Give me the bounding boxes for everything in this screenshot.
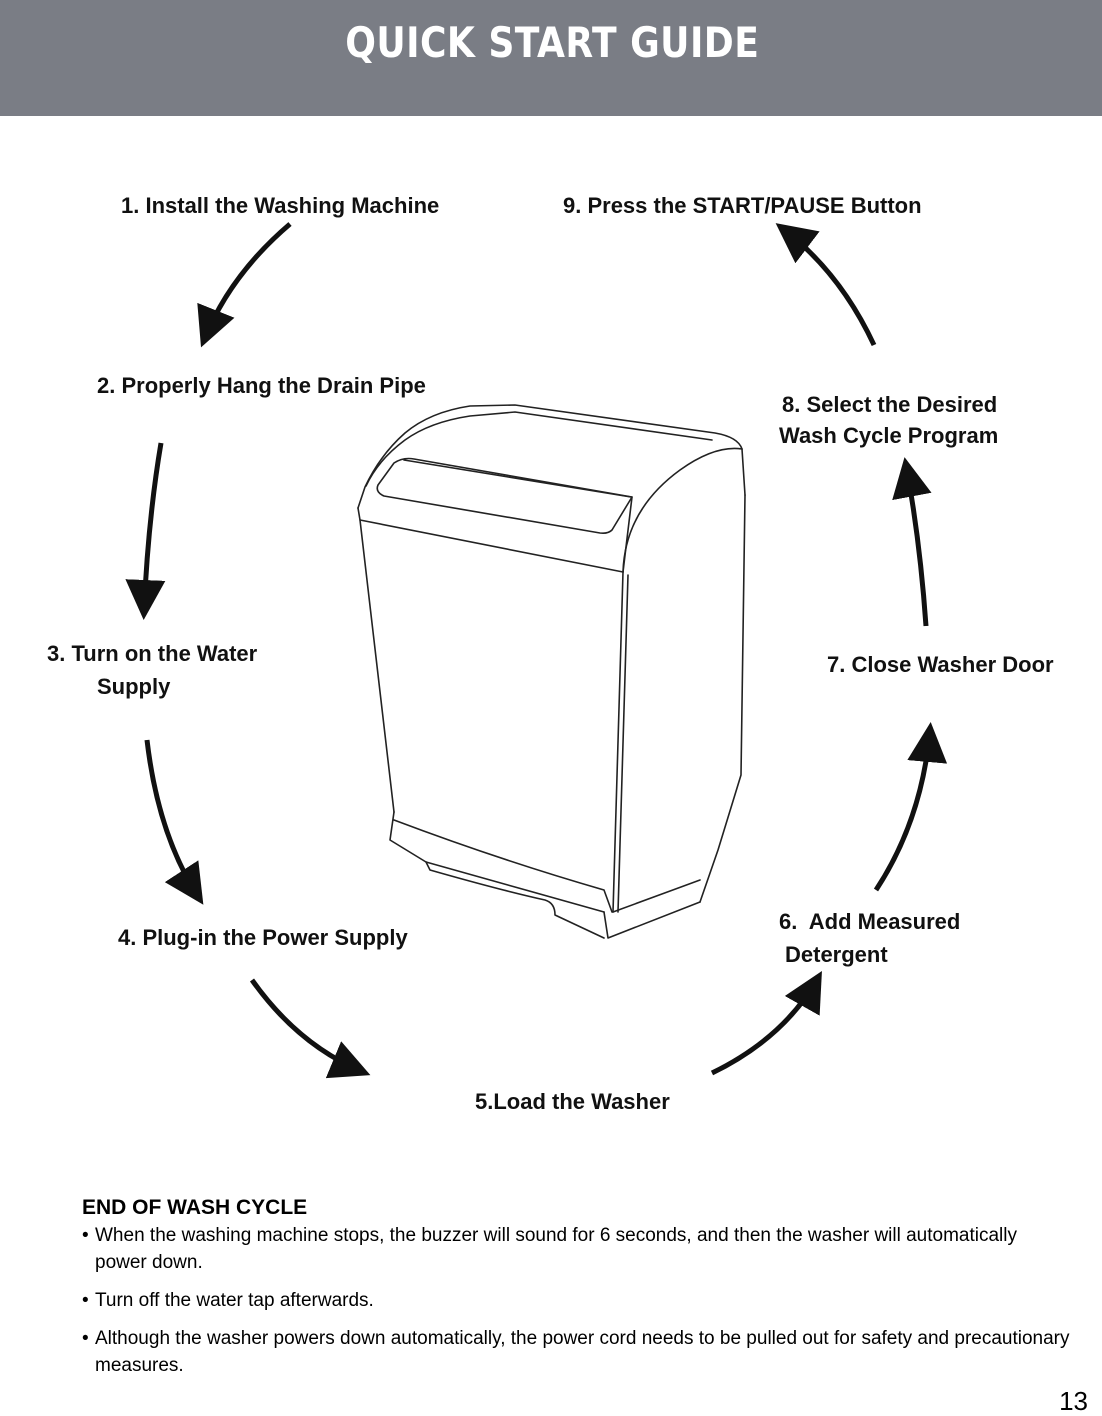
- step-3-label: 3. Turn on the Water Supply: [47, 641, 258, 699]
- page-header: QUICK START GUIDE: [0, 0, 1102, 116]
- arrow-step7-to-step8: [892, 457, 932, 627]
- end-of-cycle-bullet-3: • Although the washer powers down automa…: [82, 1325, 1072, 1379]
- arrow-step8-to-step9: [775, 223, 877, 347]
- step-5-label: 5.Load the Washer: [475, 1089, 670, 1114]
- bullet-text: Although the washer powers down automati…: [95, 1328, 1070, 1376]
- bullet-mark: •: [82, 1328, 89, 1349]
- end-of-wash-cycle-section: END OF WASH CYCLE • When the washing mac…: [82, 1194, 1072, 1390]
- arrow-step3-to-step4: [144, 739, 204, 905]
- step-8-label: 8. Select the Desired Wash Cycle Program: [779, 392, 999, 448]
- bullet-text: When the washing machine stops, the buzz…: [95, 1225, 1017, 1273]
- arrow-step2-to-step3: [125, 442, 166, 620]
- arrow-step5-to-step6: [710, 971, 822, 1076]
- step-4-label: 4. Plug-in the Power Supply: [118, 925, 408, 950]
- end-of-cycle-heading: END OF WASH CYCLE: [82, 1196, 308, 1219]
- step-7-label: 7. Close Washer Door: [827, 652, 1054, 677]
- bullet-text: Turn off the water tap afterwards.: [95, 1290, 374, 1311]
- step-2-label: 2. Properly Hang the Drain Pipe: [97, 373, 426, 398]
- step-1-label: 1. Install the Washing Machine: [121, 193, 440, 218]
- end-of-cycle-bullet-1: • When the washing machine stops, the bu…: [82, 1222, 1072, 1276]
- end-of-cycle-bullet-2: • Turn off the water tap afterwards.: [82, 1287, 1072, 1314]
- arrow-step1-to-step2: [197, 222, 292, 348]
- page-title: QUICK START GUIDE: [345, 18, 760, 67]
- arrow-step4-to-step5: [249, 978, 371, 1079]
- step-6-label: 6. Add Measured Detergent: [779, 909, 961, 967]
- page-number: 13: [1059, 1386, 1088, 1416]
- step-9-label: 9. Press the START/PAUSE Button: [563, 193, 922, 218]
- arrow-step6-to-step7: [873, 722, 948, 892]
- bullet-mark: •: [82, 1225, 89, 1246]
- top-load-washing-machine-icon: [357, 404, 746, 939]
- bullet-mark: •: [82, 1290, 89, 1311]
